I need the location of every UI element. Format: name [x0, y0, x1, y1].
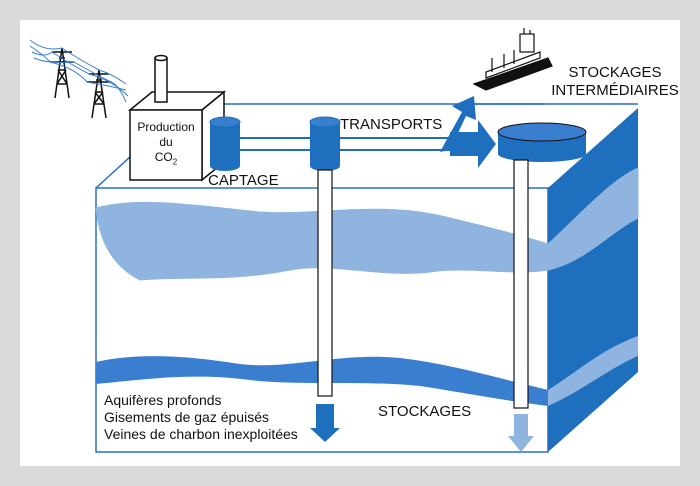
- power-lines: [29, 39, 129, 103]
- production-line-3: CO: [154, 150, 173, 164]
- intermediate-storage-label: STOCKAGES INTERMÉDIAIRES: [540, 64, 690, 100]
- capture-cylinder: [209, 116, 241, 171]
- arrow-down-icon: [310, 404, 340, 442]
- injection-well-cylinder: [309, 116, 341, 171]
- list-item: Aquifères profonds: [104, 392, 222, 408]
- storage-types-list: Aquifères profonds Gisements de gaz épui…: [104, 392, 298, 443]
- tanker-ship-icon: [472, 28, 553, 91]
- production-line-1: Production: [137, 120, 195, 134]
- production-line-2: du: [159, 135, 173, 149]
- transports-label: TRANSPORTS: [340, 116, 443, 133]
- captage-label: CAPTAGE: [208, 172, 279, 189]
- injection-well-pipe: [317, 169, 333, 397]
- power-pylon-icon: [50, 47, 111, 119]
- stockages-label: STOCKAGES: [378, 403, 472, 420]
- storage-well-pipe: [513, 159, 529, 409]
- production-subscript: 2: [172, 157, 178, 167]
- production-label: Production du CO2: [132, 120, 200, 169]
- storage-platform: [497, 122, 587, 162]
- lower-aquifer-side: [548, 336, 638, 406]
- chimney: [154, 57, 168, 103]
- intermediate-storage-line-2: INTERMÉDIAIRES: [551, 82, 679, 99]
- list-item: Gisements de gaz épuisés: [104, 409, 269, 425]
- arrow-down-icon: [508, 414, 534, 452]
- intermediate-storage-line-1: STOCKAGES: [568, 64, 662, 81]
- transport-pipeline: [240, 137, 470, 151]
- transport-arrows: [440, 96, 496, 168]
- list-item: Veines de charbon inexploitées: [104, 426, 298, 442]
